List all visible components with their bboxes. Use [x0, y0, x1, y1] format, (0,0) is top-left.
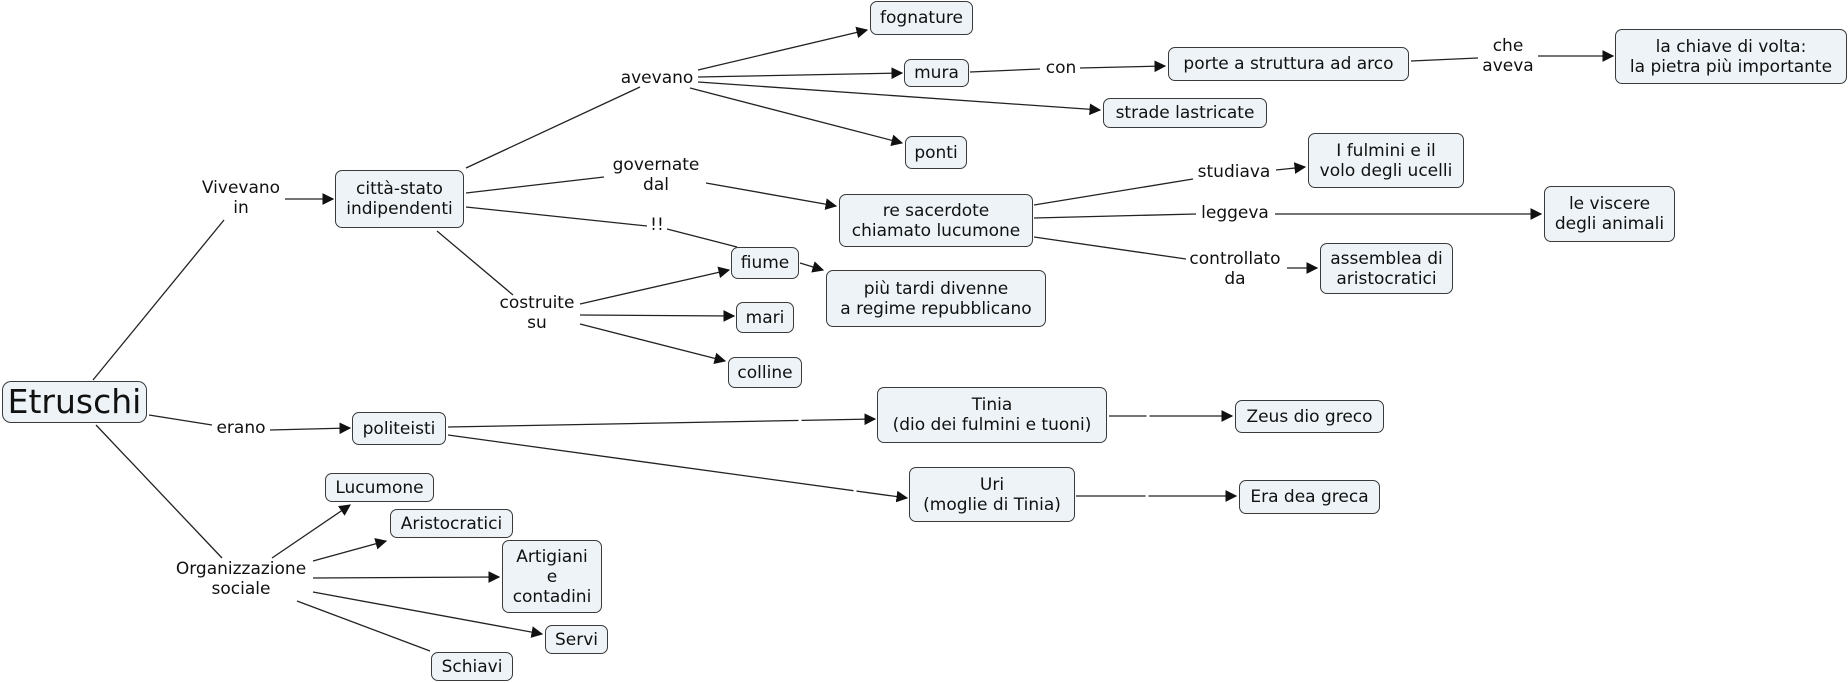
link-esclamativo[interactable]: !! — [650, 215, 664, 235]
edge-org-lucumone — [271, 504, 351, 559]
edge-avevano-ponti — [689, 87, 904, 147]
edge-etruschi-erano — [148, 414, 213, 426]
concept-fulmini[interactable]: I fulmini e il volo degli ucelli — [1308, 133, 1464, 188]
edge-avevano-mura — [697, 67, 904, 80]
edge-citta-governate — [465, 176, 605, 194]
edge-re-leggeva — [1033, 213, 1197, 219]
concept-mari[interactable]: mari — [736, 302, 794, 333]
edge-erano-politeisti — [269, 422, 352, 435]
concept-artigiani[interactable]: Artigiani e contadini — [502, 540, 602, 613]
link-erano[interactable]: erano — [216, 418, 266, 438]
concept-colline[interactable]: colline — [728, 357, 802, 388]
edge-politeisti-tinia — [447, 413, 877, 428]
concept-era[interactable]: Era dea greca — [1239, 480, 1380, 514]
edge-mura-con — [969, 68, 1041, 73]
link-che-aveva[interactable]: che aveva — [1482, 36, 1534, 76]
concept-etruschi[interactable]: Etruschi — [2, 381, 147, 423]
edge-costruite-fiume — [579, 266, 731, 305]
edge-fiume-piutardi — [799, 261, 825, 273]
link-vivevano-in[interactable]: Vivevano in — [201, 178, 281, 218]
edge-studiava-fulmini — [1275, 162, 1307, 174]
link-organizzazione-sociale[interactable]: Organizzazione sociale — [175, 559, 307, 599]
edge-re-controllato — [1033, 236, 1187, 260]
concept-politeisti[interactable]: politeisti — [352, 412, 446, 445]
concept-viscere[interactable]: le viscere degli animali — [1544, 186, 1675, 242]
edge-avevano-strade — [697, 81, 1102, 116]
concept-assemblea[interactable]: assemblea di aristocratici — [1320, 243, 1453, 294]
edge-org-artigiani — [312, 571, 501, 583]
concept-aristocratici[interactable]: Aristocratici — [390, 509, 513, 538]
edge-re-studiava — [1033, 178, 1194, 206]
edge-governate-re — [705, 182, 838, 210]
link-leggeva[interactable]: leggeva — [1201, 203, 1269, 223]
concept-porte[interactable]: porte a struttura ad arco — [1168, 47, 1409, 81]
edge-org-schiavi — [296, 600, 431, 652]
edge-org-servi — [312, 591, 544, 638]
concept-piu-tardi[interactable]: più tardi divenne a regime repubblicano — [826, 270, 1046, 327]
link-controllato-da[interactable]: controllato da — [1189, 249, 1281, 289]
edge-citta-esclamativo — [465, 206, 648, 227]
concept-tinia[interactable]: Tinia (dio dei fulmini e tuoni) — [877, 387, 1107, 443]
concept-chiave-di-volta[interactable]: la chiave di volta: la pietra più import… — [1615, 29, 1847, 84]
edge-costruite-mari — [579, 310, 736, 322]
concept-citta-stato[interactable]: città-stato indipendenti — [335, 170, 464, 228]
edge-esclamativo-fiume — [666, 228, 738, 248]
edge-porte-cheaveva — [1410, 57, 1479, 62]
edge-politeisti-uri — [447, 434, 909, 503]
concept-mura[interactable]: mura — [904, 59, 969, 87]
link-con[interactable]: con — [1045, 58, 1077, 78]
concept-uri[interactable]: Uri (moglie di Tinia) — [909, 467, 1075, 522]
concept-fiume[interactable]: fiume — [731, 247, 799, 279]
edge-citta-costruite — [436, 230, 514, 296]
concept-schiavi[interactable]: Schiavi — [431, 652, 513, 681]
edge-avevano-fognature — [697, 26, 869, 71]
concept-zeus[interactable]: Zeus dio greco — [1235, 400, 1384, 433]
concept-lucumone[interactable]: Lucumone — [325, 473, 434, 502]
edge-costruite-colline — [579, 323, 727, 365]
concept-re-sacerdote[interactable]: re sacerdote chiamato lucumone — [839, 194, 1033, 247]
link-avevano[interactable]: avevano — [620, 68, 694, 88]
concept-servi[interactable]: Servi — [545, 625, 608, 654]
concept-strade[interactable]: strade lastricate — [1103, 98, 1267, 128]
edge-citta-avevano — [465, 86, 641, 169]
link-governate-dal[interactable]: governate dal — [612, 155, 700, 195]
edge-org-aristocratici — [312, 538, 388, 562]
link-costruite-su[interactable]: costruite su — [499, 293, 575, 333]
link-studiava[interactable]: studiava — [1197, 162, 1271, 182]
edge-con-porte — [1079, 60, 1167, 73]
concept-fognature[interactable]: fognature — [870, 1, 973, 35]
edge-etruschi-organizzazione — [95, 424, 223, 559]
edge-etruschi-vivevano — [92, 219, 225, 381]
concept-ponti[interactable]: ponti — [905, 136, 967, 169]
